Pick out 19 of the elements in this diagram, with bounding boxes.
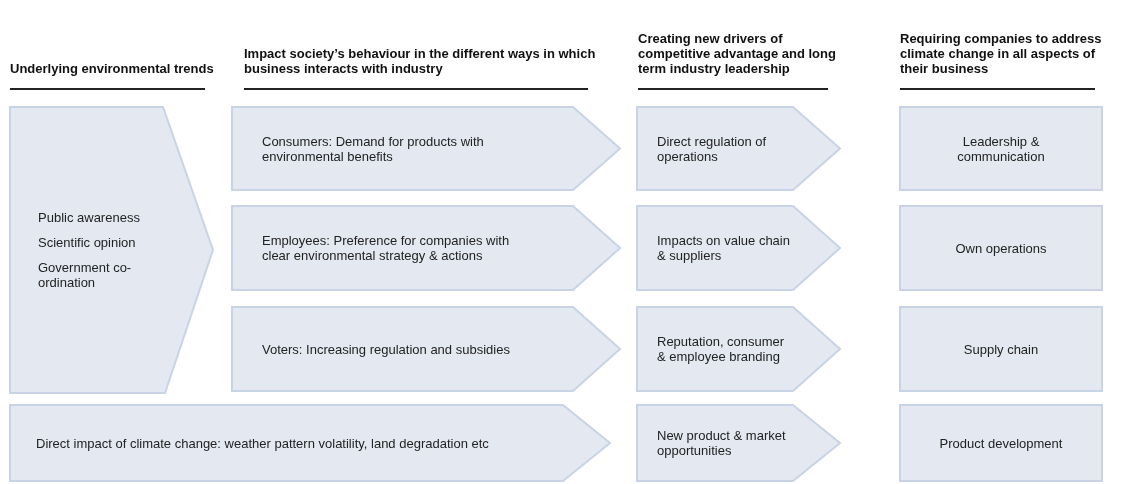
node-text: Direct regulation of operations: [657, 133, 768, 164]
node-text: Scientific opinion: [38, 235, 136, 250]
node-text: Supply chain: [963, 341, 1039, 357]
node-text: Government co-ordination: [38, 260, 133, 290]
node-text: Reputation, consumer & employee branding: [657, 334, 786, 364]
node-text: New product & market opportunities: [657, 428, 787, 458]
column-heading: Creating new drivers of competitive advantage and long term industry leadership: [638, 31, 837, 76]
node-text: Leadership & communication: [956, 133, 1046, 164]
node-text: Consumers: Demand for products with environmental benefits: [262, 133, 485, 164]
node-text: Direct impact of climate change: weather pattern volatility, land degradation etc: [36, 435, 489, 451]
node-text: Employees: Preference for companies with clear environmental strategy & actions: [262, 233, 511, 263]
node-text: Product development: [939, 435, 1063, 451]
node-text: Own operations: [955, 240, 1047, 256]
column-heading: Underlying environmental trends: [10, 61, 215, 76]
node-text: Impacts on value chain & suppliers: [657, 233, 790, 263]
column-heading: Impact society’s behaviour in the different ways in which business interacts with industry: [244, 46, 597, 76]
node-text: Public awareness: [38, 210, 140, 225]
column-heading: Requiring companies to address climate change in all aspects of their business: [900, 31, 1103, 76]
node-text: Voters: Increasing regulation and subsidies: [262, 341, 510, 357]
